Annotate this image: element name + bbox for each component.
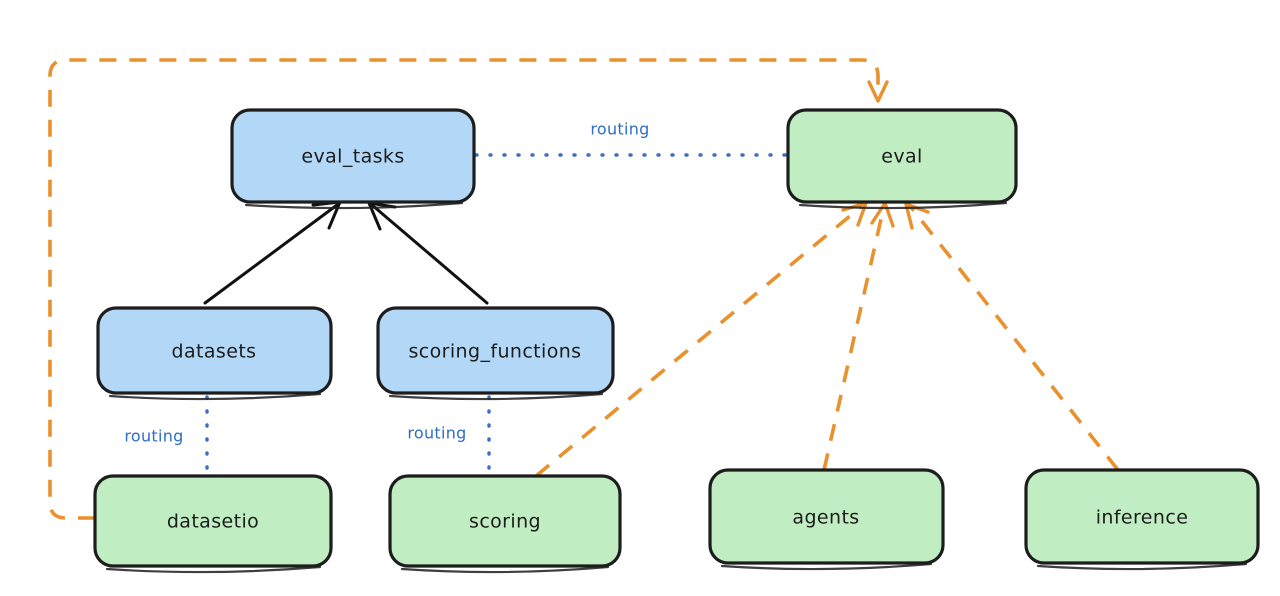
node-label-eval_tasks: eval_tasks (301, 146, 404, 168)
edge-label-routing-datasetio: routing (124, 427, 183, 446)
node-eval_tasks[interactable]: eval_tasks (230, 108, 476, 210)
node-scoring[interactable]: scoring (388, 474, 622, 574)
node-label-scoring: scoring (469, 511, 541, 533)
edge-label-routing-eval: routing (590, 120, 649, 139)
edge-label-routing-scoring: routing (407, 424, 466, 443)
node-label-datasetio: datasetio (167, 511, 259, 533)
node-scoring_functions[interactable]: scoring_functions (376, 306, 615, 401)
edge-scoring_functions-eval_tasks (367, 201, 489, 305)
edge-scoring_functions-scoring: routing (407, 395, 491, 476)
node-datasets[interactable]: datasets (96, 306, 333, 401)
edge-agents-eval (822, 201, 895, 471)
node-label-eval: eval (881, 146, 922, 168)
node-label-scoring_functions: scoring_functions (409, 341, 582, 363)
node-agents[interactable]: agents (708, 468, 945, 571)
edge-inference-eval (904, 202, 1120, 472)
edge-datasets-eval_tasks (203, 200, 342, 305)
node-label-agents: agents (792, 507, 859, 529)
node-inference[interactable]: inference (1024, 468, 1260, 571)
edge-datasets-datasetio: routing (124, 395, 209, 476)
node-label-inference: inference (1096, 507, 1189, 529)
edge-eval_tasks-eval: routing (474, 120, 788, 157)
node-eval[interactable]: eval (786, 108, 1018, 210)
node-datasetio[interactable]: datasetio (93, 474, 333, 574)
node-label-datasets: datasets (172, 341, 257, 363)
edge-datasetio-eval (48, 58, 889, 520)
